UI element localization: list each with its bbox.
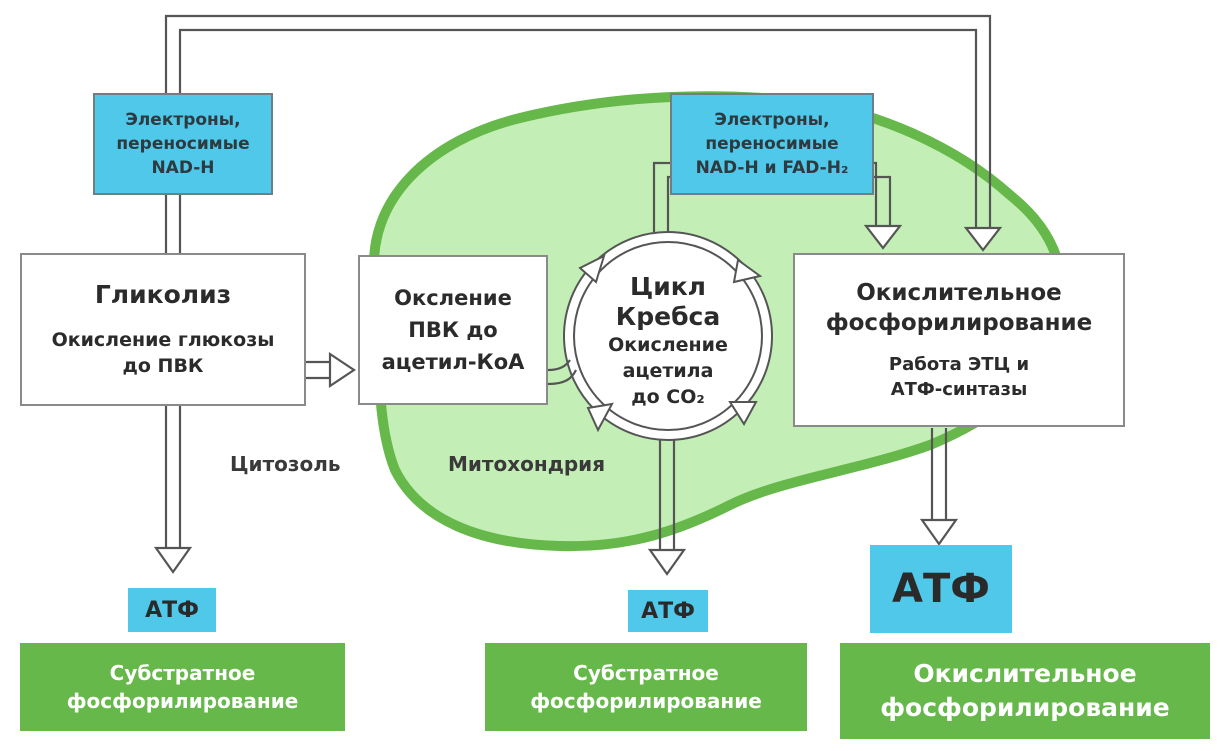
- oxphos-box: Окислительное фосфорилирование Работа ЭТ…: [793, 253, 1125, 427]
- glycolysis-to-pvk-shaft: [306, 360, 330, 380]
- electrons-right-line-2: переносимые: [705, 134, 839, 154]
- oxphos-title-2: фосфорилирование: [825, 310, 1093, 336]
- result-middle-line-2: фосфорилирование: [530, 689, 762, 713]
- electrons-left-line-2: переносимые: [116, 134, 250, 154]
- pvk-to-krebs-connector: [547, 359, 577, 386]
- glycolysis-down-arrowhead: [153, 546, 193, 574]
- glycolysis-to-pvk-arrowhead: [328, 351, 356, 389]
- electrons-nadh-box: Электроны, переносимые NAD-H: [93, 93, 273, 195]
- pvk-oxidation-box: Оксление ПВК до ацетил-КоА: [358, 255, 548, 405]
- top-loop-arrowhead: [963, 226, 1003, 252]
- oxphos-desc-1: Работа ЭТЦ и: [888, 354, 1030, 375]
- krebs-title-2: Кребса: [615, 302, 721, 331]
- glycolysis-down-arrow-shaft: [164, 404, 182, 548]
- cytosol-label: Цитозоль: [230, 452, 341, 476]
- result-left-line-2: фосфорилирование: [66, 689, 299, 713]
- electrons-right-line-1: Электроны,: [714, 110, 830, 130]
- atp-box-right: АТФ: [870, 545, 1012, 633]
- krebs-arrowhead-br: [728, 401, 758, 426]
- krebs-ring: [563, 231, 773, 441]
- krebs-desc-2: ацетила: [622, 360, 714, 382]
- result-left-line-1: Субстратное: [109, 661, 256, 685]
- krebs-arrowhead-bl: [586, 402, 614, 433]
- electrons-to-oxphos-arrowhead: [863, 224, 903, 250]
- atp-box-middle: АТФ: [628, 590, 708, 632]
- glycolysis-desc-1: Окисление глюкозы: [51, 329, 275, 351]
- oxphos-desc-2: АТФ-синтазы: [890, 379, 1028, 400]
- atp-box-left: АТФ: [128, 588, 216, 632]
- krebs-title-1: Цикл: [630, 272, 706, 301]
- krebs-to-electrons-shaft: [652, 161, 670, 232]
- pvk-line-2: ПВК до: [408, 318, 498, 342]
- electrons-left-line-3: NAD-H: [151, 158, 215, 178]
- krebs-down-arrowhead: [647, 548, 687, 576]
- result-substrate-left: Субстратное фосфорилирование: [20, 643, 345, 731]
- mitochondrion-label: Митохондрия: [448, 452, 606, 476]
- krebs-down-shaft: [658, 438, 676, 550]
- result-middle-line-1: Субстратное: [573, 661, 719, 685]
- electrons-nadh-fadh2-box: Электроны, переносимые NAD-H и FAD-H₂: [670, 93, 874, 195]
- electrons-left-line-1: Электроны,: [125, 110, 241, 130]
- electrons-right-line-3: NAD-H и FAD-H₂: [695, 158, 849, 178]
- glycolysis-desc-2: до ПВК: [122, 355, 204, 377]
- result-right-line-1: Окислительное: [913, 659, 1137, 688]
- connector-arrows: [153, 14, 1003, 576]
- oxphos-title-1: Окислительное: [856, 280, 1062, 306]
- glycolysis-title: Гликолиз: [94, 280, 232, 309]
- krebs-desc-1: Окисление: [608, 334, 728, 356]
- oxphos-down-arrowhead: [919, 518, 959, 546]
- krebs-cycle-text: Цикл Кребса Окисление ацетила до CO₂: [586, 256, 750, 426]
- result-oxidative-right: Окислительное фосфорилирование: [840, 643, 1210, 739]
- result-right-line-2: фосфорилирование: [880, 693, 1170, 722]
- glycolysis-box: Гликолиз Окисление глюкозы до ПВК: [20, 253, 306, 406]
- pvk-line-3: ацетил-КоА: [381, 350, 525, 374]
- krebs-arrowhead-tl: [578, 254, 606, 284]
- krebs-desc-3: до CO₂: [631, 386, 705, 408]
- krebs-arrowhead-tr: [732, 258, 763, 284]
- pvk-line-1: Оксление: [394, 286, 512, 310]
- result-substrate-middle: Субстратное фосфорилирование: [485, 643, 807, 731]
- oxphos-down-shaft: [930, 428, 948, 520]
